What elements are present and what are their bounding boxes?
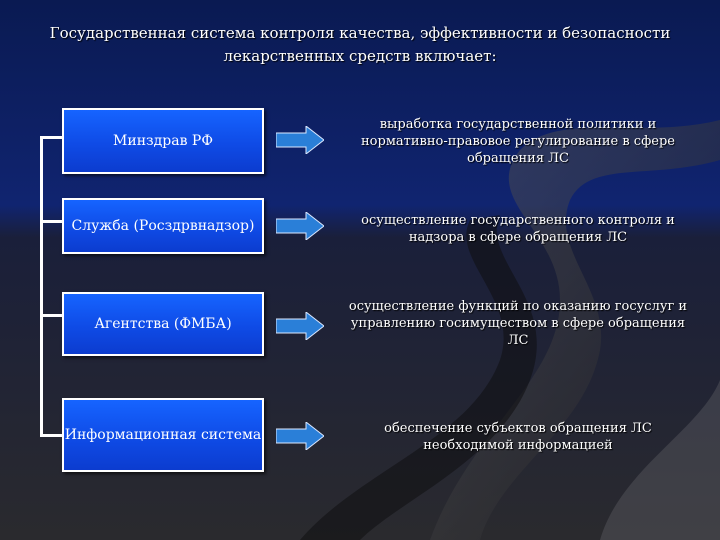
entity-box-roszdravnadzor: Служба (Росздрвнадзор) — [62, 198, 264, 254]
entity-box-label: Минздрав РФ — [113, 133, 213, 149]
entity-box-information-system: Информационная система — [62, 398, 264, 472]
connector-tick — [40, 136, 62, 139]
right-arrow-icon — [276, 212, 324, 240]
entity-box-label: Служба (Росздрвнадзор) — [71, 218, 255, 234]
slide-title: Государственная система контроля качеств… — [49, 24, 671, 65]
connector-tick — [40, 220, 62, 223]
entity-description: осуществление функций по оказанию госусл… — [348, 299, 688, 348]
entity-description: обеспечение субъектов обращения ЛС необх… — [384, 421, 652, 453]
right-arrow-icon — [276, 422, 324, 450]
entity-box-minzdrav: Минздрав РФ — [62, 108, 264, 174]
entity-description: осуществление государственного контроля … — [361, 213, 675, 245]
connector-bracket — [40, 138, 65, 436]
connector-tick — [40, 314, 62, 317]
right-arrow-icon — [276, 312, 324, 340]
entity-box-fmba: Агентства (ФМБА) — [62, 292, 264, 356]
connector-tick — [40, 434, 62, 437]
entity-description: выработка государственной политики и нор… — [361, 117, 675, 166]
entity-box-label: Информационная система — [64, 427, 262, 443]
right-arrow-icon — [276, 126, 324, 154]
entity-box-label: Агентства (ФМБА) — [94, 316, 232, 332]
